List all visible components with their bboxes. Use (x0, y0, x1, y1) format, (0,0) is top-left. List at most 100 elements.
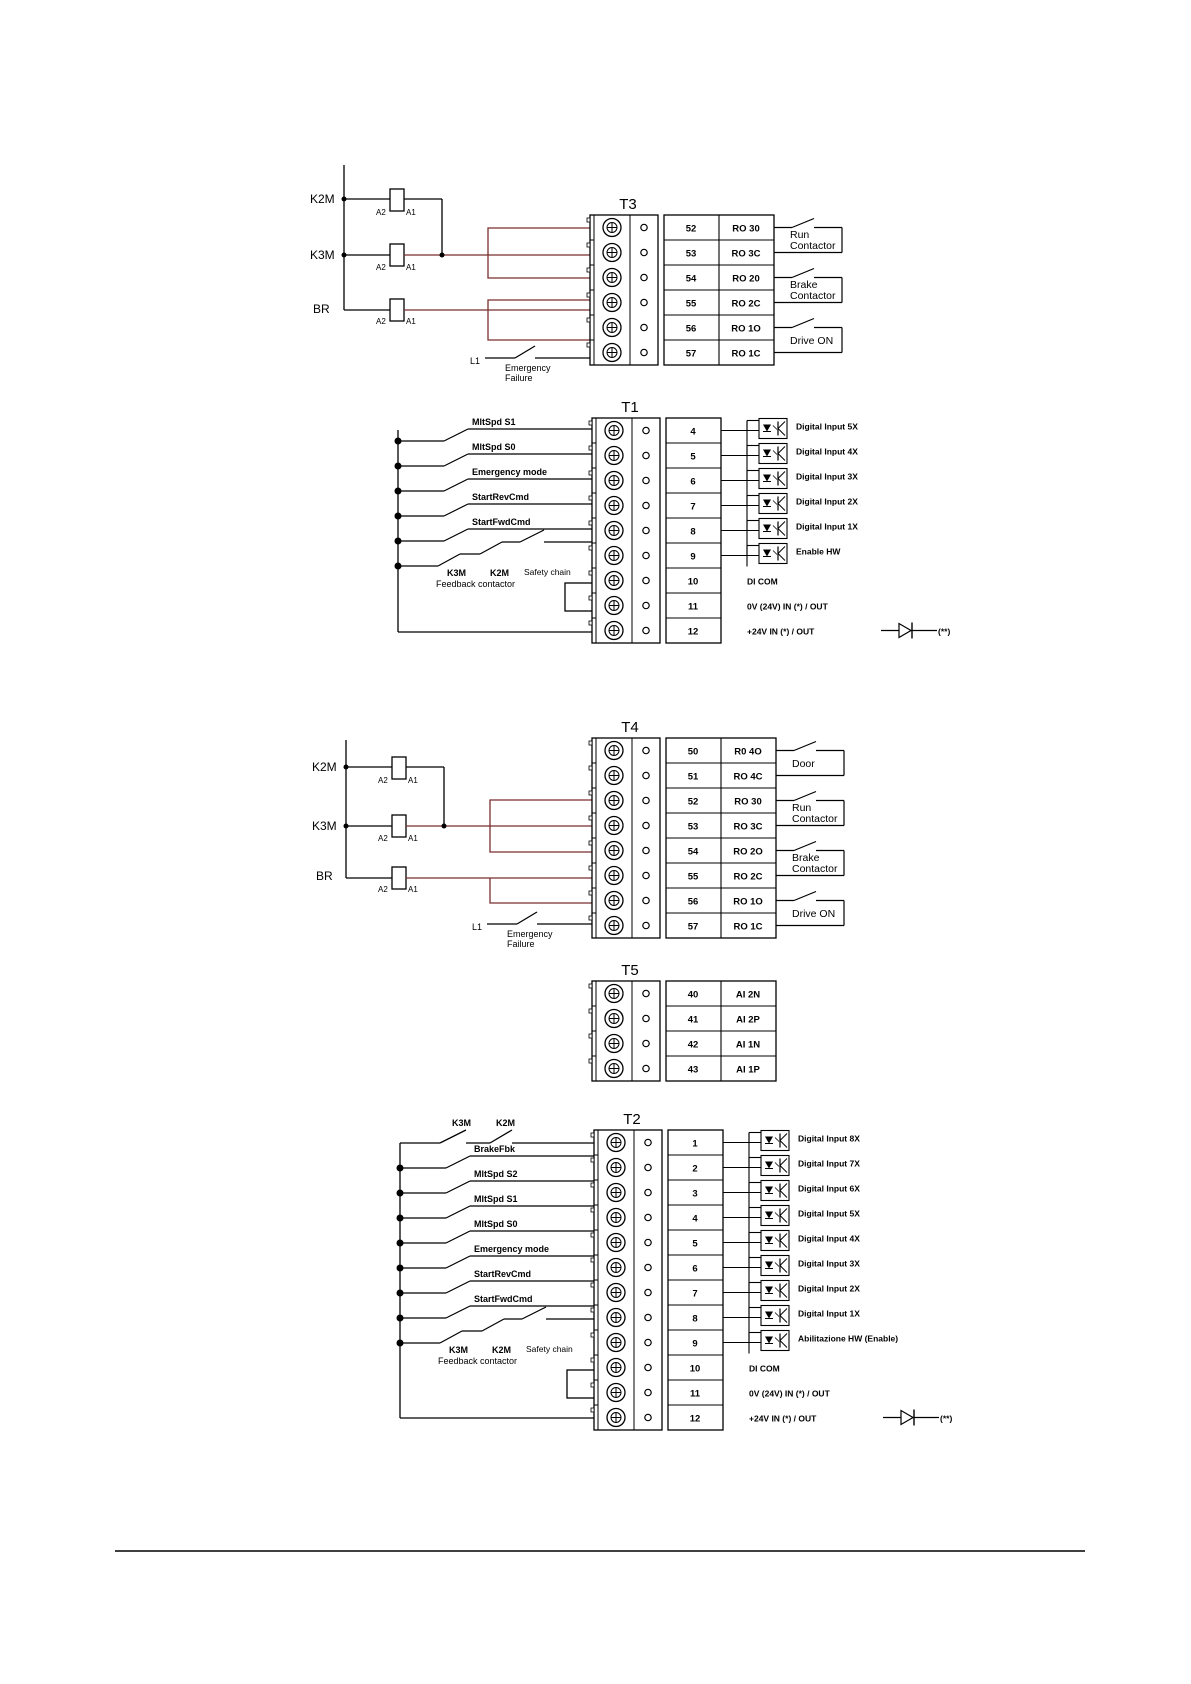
pin-hole (644, 1313, 652, 1322)
input-description: Digital Input 5X (798, 1209, 860, 1219)
optocoupler (760, 1229, 790, 1252)
connector-tab (586, 267, 591, 273)
terminal-number: 7 (692, 1289, 697, 1300)
contact-label: Run (792, 802, 811, 814)
contact-label: Contactor (792, 863, 838, 875)
pin-hole (644, 1288, 652, 1297)
relay-coil (391, 814, 407, 838)
opto-transistor (777, 421, 786, 429)
input-description: 0V (24V) IN (*) / OUT (749, 1389, 831, 1399)
opto-transistor (777, 553, 786, 561)
input-description: Digital Input 1X (796, 522, 858, 532)
relay-coil (391, 756, 407, 780)
opto-arrow (774, 1212, 780, 1217)
connector-body (591, 980, 661, 1082)
pin-label: A2 (376, 263, 386, 272)
opto-arrow (772, 550, 778, 555)
terminal-number: 40 (688, 990, 699, 1001)
emergency-label: Emergency (507, 929, 553, 939)
signal-name: RO 2O (733, 847, 763, 858)
connector-tab (588, 840, 593, 846)
optocoupler (760, 1204, 790, 1227)
pin-hole (642, 501, 650, 510)
junction-dot (396, 1239, 404, 1247)
relay-coil (389, 243, 405, 267)
opto-transistor (779, 1233, 788, 1241)
junction-dot (396, 1339, 404, 1347)
signal-name: AI 2P (736, 1015, 760, 1026)
junction-dot (394, 512, 402, 520)
connector-body (589, 214, 659, 366)
switch-label: StartRevCmd (472, 492, 529, 502)
signal-name: AI 1P (736, 1065, 760, 1076)
connector-tab (590, 1382, 595, 1388)
opto-led (765, 1261, 773, 1269)
feedback-contactor-label: Feedback contactor (436, 579, 515, 589)
terminal-number: 5 (690, 452, 696, 463)
relay-contact (793, 890, 817, 902)
connector-tab (590, 1182, 595, 1188)
pin-hole (644, 1388, 652, 1397)
opto-led (763, 424, 771, 432)
terminal-number: 6 (690, 477, 695, 488)
terminal-number: 8 (690, 527, 695, 538)
terminal-number: 8 (692, 1314, 697, 1325)
optocoupler (758, 492, 788, 515)
terminal-number: 53 (688, 822, 699, 833)
pin-hole (642, 821, 650, 830)
pin-label: A2 (378, 834, 388, 843)
terminal-number: 56 (688, 897, 699, 908)
connector-tab (588, 765, 593, 771)
opto-arrow (772, 525, 778, 530)
optocoupler (760, 1304, 790, 1327)
opto-arrow (774, 1162, 780, 1167)
signal-name: RO 30 (732, 224, 759, 235)
opto-arrow (774, 1237, 780, 1242)
opto-led (763, 449, 771, 457)
switch-contact (443, 453, 469, 467)
contact-label: Contactor (790, 290, 836, 302)
pin-hole (640, 273, 648, 282)
signal-name: R0 4O (734, 747, 761, 758)
connector-tab (588, 915, 593, 921)
junction-dot (396, 1314, 404, 1322)
emergency-label: Emergency (505, 363, 551, 373)
opto-transistor (777, 496, 786, 504)
switch-label: MltSpd S1 (474, 1194, 518, 1204)
pin-label: A1 (408, 885, 418, 894)
signal-name: RO 4C (733, 772, 762, 783)
contact-label: Run (790, 229, 809, 241)
pin-label: A2 (378, 776, 388, 785)
input-description: Enable HW (796, 547, 841, 557)
opto-transistor (779, 1240, 788, 1248)
k2m-label: K2M (496, 1118, 515, 1128)
pin-hole (640, 323, 648, 332)
signal-name: RO 1O (731, 324, 761, 335)
opto-transistor (777, 471, 786, 479)
pin-label: A2 (376, 317, 386, 326)
optocoupler (758, 467, 788, 490)
terminal-number: 56 (686, 324, 697, 335)
connector-tab (588, 1033, 593, 1039)
connector-tab (586, 317, 591, 323)
feedback-contact (481, 1318, 505, 1332)
pin-hole (640, 348, 648, 357)
relay-coil (389, 298, 405, 322)
input-description: Digital Input 8X (798, 1134, 860, 1144)
terminal-number: 11 (690, 1389, 701, 1400)
opto-transistor (777, 503, 786, 511)
connector-tab (588, 1008, 593, 1014)
terminal-number: 52 (686, 224, 697, 235)
opto-transistor (779, 1140, 788, 1148)
coil-label-k3m: K3M (312, 819, 337, 833)
connector-tab (586, 242, 591, 248)
opto-led (765, 1336, 773, 1344)
connector-tab (586, 292, 591, 298)
opto-arrow (772, 475, 778, 480)
t2-switch-bank: K3M K2M (399, 1118, 596, 1419)
opto-arrow (774, 1262, 780, 1267)
optocoupler (758, 417, 788, 440)
